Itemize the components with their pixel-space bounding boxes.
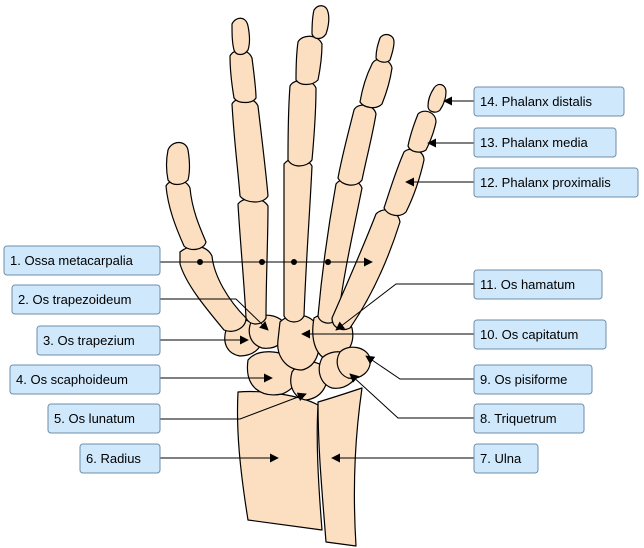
- label-os-lunatum: 5. Os lunatum: [47, 403, 161, 434]
- little-metacarpal: [331, 209, 401, 331]
- label-triquetrum: 8. Triquetrum: [473, 403, 585, 434]
- labels-left: 1. Ossa metacarpalia 2. Os trapezoideum …: [3, 245, 161, 474]
- label-ossa-metacarpalia: 1. Ossa metacarpalia: [3, 245, 161, 276]
- metacarpal-dot-3: [291, 259, 297, 265]
- label-13-text: 13. Phalanx media: [480, 135, 588, 150]
- label-10-text: 10. Os capitatum: [480, 327, 578, 342]
- label-os-capitatum: 10. Os capitatum: [473, 319, 607, 350]
- ring-middle-phalanx: [359, 58, 393, 109]
- leader-5: [160, 392, 307, 420]
- middle-distal-phalanx: [311, 5, 330, 40]
- leader-2: [160, 298, 269, 331]
- leader-9: [365, 355, 474, 380]
- label-11-text: 11. Os hamatum: [480, 277, 575, 292]
- ulna-bone: [317, 387, 363, 547]
- label-1-text: 1. Ossa metacarpalia: [10, 253, 134, 268]
- label-os-hamatum: 11. Os hamatum: [473, 269, 603, 300]
- label-phalanx-media: 13. Phalanx media: [473, 127, 617, 158]
- leader-8: [349, 373, 474, 419]
- label-ulna: 7. Ulna: [473, 443, 539, 474]
- thumb-distal-phalanx: [165, 141, 191, 186]
- middle-metacarpal: [283, 157, 313, 323]
- thumb-metacarpal: [179, 245, 247, 332]
- little-proximal-phalanx: [383, 148, 425, 217]
- index-middle-phalanx: [229, 49, 257, 104]
- little-middle-phalanx: [407, 110, 437, 153]
- index-proximal-phalanx: [231, 97, 269, 203]
- radius-bone: [236, 391, 323, 531]
- metacarpal-dot-4: [325, 259, 331, 265]
- label-3-text: 3. Os trapezium: [43, 333, 135, 348]
- middle-proximal-phalanx: [287, 79, 317, 167]
- middle-middle-phalanx: [295, 35, 323, 86]
- label-5-text: 5. Os lunatum: [54, 411, 135, 426]
- ring-distal-phalanx: [375, 33, 395, 63]
- label-9-text: 9. Os pisiforme: [480, 372, 567, 387]
- label-2-text: 2. Os trapezoideum: [18, 292, 131, 307]
- label-phalanx-proximalis: 12. Phalanx proximalis: [473, 167, 639, 198]
- label-phalanx-distalis: 14. Phalanx distalis: [473, 86, 625, 117]
- little-distal-phalanx: [427, 83, 447, 113]
- label-os-pisiforme: 9. Os pisiforme: [473, 364, 593, 395]
- label-radius: 6. Radius: [79, 443, 161, 474]
- labels-right: 7. Ulna 8. Triquetrum 9. Os pisiforme 10…: [473, 86, 639, 474]
- label-14-text: 14. Phalanx distalis: [480, 94, 593, 109]
- leader-lines: [160, 96, 474, 463]
- metacarpal-dot-1: [197, 259, 203, 265]
- index-distal-phalanx: [231, 17, 251, 56]
- index-metacarpal: [237, 197, 269, 325]
- label-12-text: 12. Phalanx proximalis: [480, 175, 611, 190]
- thumb-proximal-phalanx: [165, 179, 207, 251]
- hand-skeleton: [165, 5, 447, 547]
- ring-proximal-phalanx: [337, 104, 377, 186]
- label-os-trapezium: 3. Os trapezium: [36, 325, 161, 356]
- label-os-scaphoideum: 4. Os scaphoideum: [9, 364, 161, 395]
- leader-11: [335, 283, 474, 331]
- label-8-text: 8. Triquetrum: [480, 411, 557, 426]
- metacarpal-dot-2: [259, 259, 265, 265]
- label-7-text: 7. Ulna: [480, 451, 522, 466]
- pisiform-bone: [336, 346, 371, 379]
- label-6-text: 6. Radius: [86, 451, 141, 466]
- label-os-trapezoideum: 2. Os trapezoideum: [11, 284, 161, 315]
- label-4-text: 4. Os scaphoideum: [16, 372, 128, 387]
